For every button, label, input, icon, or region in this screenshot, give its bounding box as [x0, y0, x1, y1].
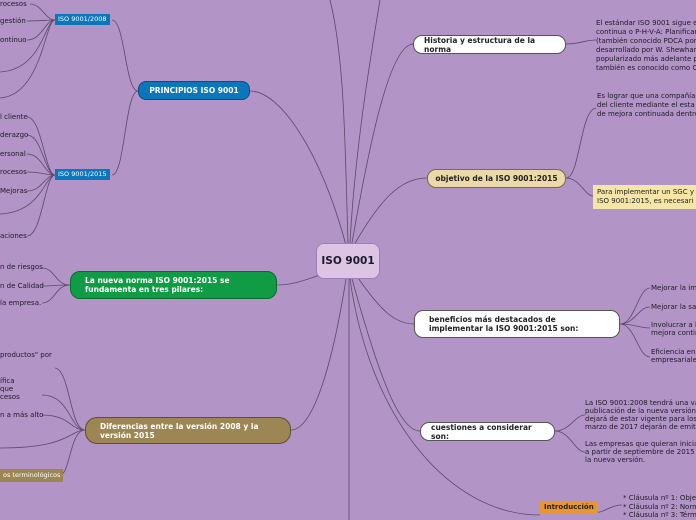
- link-cuestiones: [351, 278, 421, 432]
- link-principios: [249, 90, 347, 246]
- beneficio-item-2: Mejorar la sat: [651, 303, 696, 311]
- topic-beneficios[interactable]: beneficios más destacados de implementar…: [414, 310, 620, 338]
- historia-text-6: también es conocido como C: [596, 64, 696, 72]
- cuestiones-text-2: publicación de la nueva versión. E: [585, 407, 696, 415]
- beneficio-item-4b: empresariales: [651, 356, 696, 364]
- cuestiones-text-6: a partir de septiembre de 2015 ya: [585, 448, 696, 456]
- diferencia-item-2: ífica: [0, 377, 15, 385]
- v2015-item-1: l cliente: [0, 113, 28, 121]
- cuestiones-text-3: dejará de estar vigente para los p: [585, 415, 696, 423]
- link-pilares: [276, 274, 321, 286]
- introduccion-item-1: * Cláusula nº 1: Obje: [623, 494, 696, 502]
- v2015-item-4: rocesos: [0, 168, 27, 176]
- historia-text-2: continua o P-H-V-A: Planificar: [596, 28, 696, 36]
- topic-introduccion[interactable]: Introducción: [540, 501, 598, 514]
- link-top-a: [329, 0, 349, 244]
- cuestiones-text-4: marzo de 2017 dejarán de emitirs: [585, 423, 696, 431]
- central-topic[interactable]: ISO 9001: [316, 243, 380, 279]
- diferencia-item-3: que: [0, 385, 14, 393]
- beneficio-item-3: Involucrar a l: [651, 321, 696, 329]
- link-historia: [351, 43, 414, 244]
- historia-text-4: desarrollado por W. Shewhart: [596, 46, 696, 54]
- pilar-item-3: la empresa.: [0, 299, 42, 307]
- beneficio-item-3b: mejora contin: [651, 329, 696, 337]
- v2008-item-3: ontinuo: [0, 36, 27, 44]
- objetivo-text-2: del cliente mediante el esta: [597, 101, 695, 109]
- topic-diferencias[interactable]: Diferencias entre la versión 2008 y la v…: [85, 417, 291, 444]
- objetivo-note-line-1: Para implementar un SGC y: [597, 188, 694, 196]
- diferencia-item-4: cesos: [0, 393, 20, 401]
- tag-iso-9001-2008[interactable]: ISO 9001/2008: [55, 14, 110, 25]
- objetivo-note-line-2: ISO 9001:2015, es necesari: [597, 197, 694, 205]
- v2015-item-6: aciones: [0, 232, 27, 240]
- tag-iso-9001-2015[interactable]: ISO 9001/2015: [55, 169, 110, 180]
- historia-text-5: popularizado más adelante por: [596, 55, 696, 63]
- beneficio-item-4: Eficiencia en l: [651, 348, 696, 356]
- v2008-item-2: gestión: [0, 17, 26, 25]
- pilar-item-1: n de riesgos: [0, 263, 43, 271]
- diferencia-item-5: n a más alto: [0, 411, 44, 419]
- v2015-item-5: Mejoras: [0, 187, 28, 195]
- link-introduccion: [349, 278, 541, 516]
- cuestiones-text-7: la nueva versión.: [585, 456, 646, 464]
- v2008-item-1: rocesos: [0, 0, 27, 8]
- link-diferencias: [290, 278, 347, 431]
- topic-pilares[interactable]: La nueva norma ISO 9001:2015 se fundamen…: [70, 271, 277, 299]
- v2015-item-2: derazgo: [0, 131, 29, 139]
- link-objetivo: [353, 177, 428, 246]
- cuestiones-text-1: La ISO 9001:2008 tendrá una val: [585, 399, 696, 407]
- v2015-item-3: ersonal: [0, 150, 26, 158]
- pilar-item-2: n de Calidad: [0, 282, 44, 290]
- introduccion-item-2: * Cláusula nº 2: Norm: [623, 503, 696, 511]
- topic-principios[interactable]: PRINCIPIOS ISO 9001: [138, 81, 250, 100]
- diferencias-tag[interactable]: os terminológicos: [0, 469, 64, 482]
- topic-historia[interactable]: Historia y estructura de la norma: [413, 35, 566, 54]
- link-top-b: [349, 0, 381, 244]
- historia-text-3: (también conocido PDCA por: [596, 37, 696, 45]
- topic-cuestiones[interactable]: cuestiones a considerar son:: [420, 422, 555, 441]
- objetivo-text-3: de mejora continuada dentro: [597, 110, 696, 118]
- introduccion-item-3: * Cláusula nº 3: Térm: [623, 511, 696, 519]
- link-beneficios: [355, 274, 415, 325]
- diferencia-item-1: productos" por: [0, 351, 52, 359]
- objetivo-note: Para implementar un SGC y ISO 9001:2015,…: [593, 185, 696, 209]
- historia-text-1: El estándar ISO 9001 sigue el: [596, 19, 696, 27]
- topic-objetivo[interactable]: objetivo de la ISO 9001:2015: [427, 169, 566, 188]
- objetivo-text-1: Es lograr que una compañía: [597, 92, 696, 100]
- beneficio-item-1: Mejorar la ima: [651, 284, 696, 292]
- cuestiones-text-5: Las empresas que quieran iniciar: [585, 440, 696, 448]
